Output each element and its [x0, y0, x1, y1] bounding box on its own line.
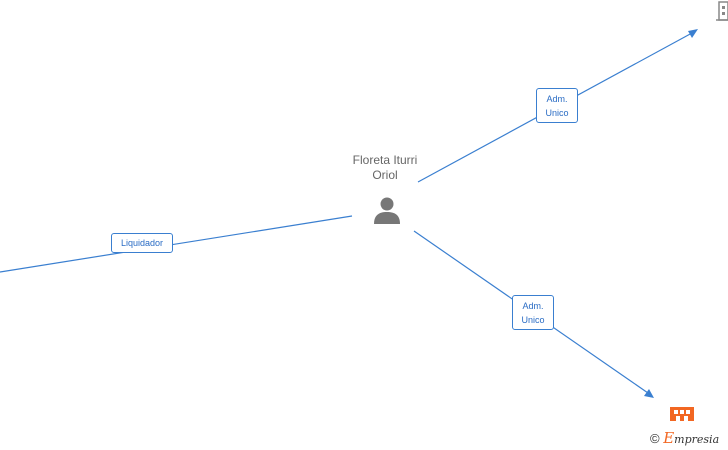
person-icon[interactable]: [372, 196, 402, 226]
company-icon[interactable]: [670, 405, 694, 421]
edge-label-line: Unico: [521, 315, 545, 325]
arrowhead-bottom: [644, 389, 654, 398]
person-node-name[interactable]: Floreta Iturri Oriol: [335, 153, 435, 183]
edge-liquidador: [0, 215, 353, 273]
edge-label-line: Adm.: [522, 301, 544, 311]
edge-label-line: Unico: [545, 108, 569, 118]
arrowhead-top: [688, 29, 698, 38]
edge-label-liquidador[interactable]: Liquidador: [111, 233, 173, 253]
edge-label-adm-unico-top[interactable]: Adm. Unico: [536, 88, 578, 123]
brand-initial: E: [663, 429, 675, 447]
copyright-symbol: ©: [650, 431, 660, 446]
person-name-line2: Oriol: [372, 168, 398, 182]
brand-watermark: © Empresia: [650, 429, 728, 447]
edge-label-adm-unico-bottom[interactable]: Adm. Unico: [512, 295, 554, 330]
edge-label-line: Adm.: [546, 94, 568, 104]
edge-label-liquidador-text: Liquidador: [120, 238, 164, 248]
brand-name: mpresia: [674, 433, 720, 446]
person-name-line1: Floreta Iturri: [352, 153, 418, 167]
building-icon[interactable]: [716, 0, 728, 22]
